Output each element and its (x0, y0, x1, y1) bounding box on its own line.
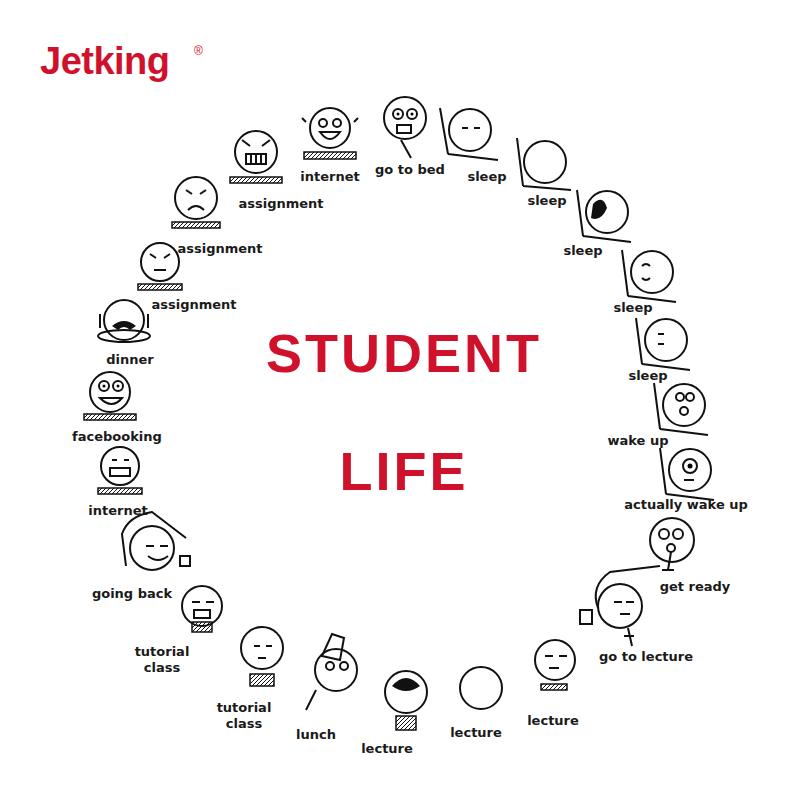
angry-face (172, 177, 220, 228)
angry-face (138, 243, 182, 290)
activity-label: internet (88, 503, 147, 519)
tired-face (384, 97, 426, 158)
activity-label: lecture (450, 725, 502, 741)
lecture-face (460, 667, 502, 709)
logo-text: Jetking (40, 40, 170, 83)
walking-face (122, 512, 190, 570)
activity-label: assignment (151, 297, 236, 313)
sleeping-face (622, 250, 676, 302)
activity-label: dinner (106, 352, 154, 368)
tutorial-face (182, 586, 222, 632)
title-text: STUDENT LIFE (239, 294, 569, 530)
activity-label: wake up (608, 433, 669, 449)
activity-label: lunch (296, 727, 336, 743)
brushing-face (650, 518, 694, 570)
laughing-face (302, 108, 358, 159)
sleeping-face (440, 108, 498, 160)
yawning-face (385, 671, 427, 730)
eating-face (306, 634, 357, 710)
happy-face (84, 372, 136, 420)
sleeping-face (517, 138, 571, 190)
activity-label: get ready (660, 579, 731, 595)
activity-label: go to bed (375, 162, 445, 178)
activity-label: assignment (238, 196, 323, 212)
activity-label: going back (92, 586, 172, 602)
sleeping-face (636, 318, 690, 370)
waking-face (654, 383, 708, 435)
activity-label: tutorial class (209, 700, 279, 732)
activity-label: internet (300, 169, 359, 185)
activity-label: tutorial class (127, 644, 197, 676)
activity-label: sleep (527, 193, 566, 209)
sleeping-face (577, 190, 631, 242)
walking-face (580, 566, 660, 646)
activity-label: lecture (361, 741, 413, 757)
activity-label: facebooking (72, 429, 162, 445)
awake-face (660, 448, 714, 500)
eating-face (98, 300, 150, 342)
activity-label: assignment (177, 241, 262, 257)
activity-label: go to lecture (599, 649, 693, 665)
registered-mark: ® (194, 44, 203, 58)
lecture-face (535, 640, 575, 690)
tutorial-face (241, 627, 283, 686)
grinning-face (98, 447, 142, 494)
furious-face (230, 131, 282, 183)
activity-label: sleep (628, 368, 667, 384)
activity-label: lecture (527, 713, 579, 729)
activity-label: sleep (613, 300, 652, 316)
activity-label: sleep (467, 169, 506, 185)
activity-label: actually wake up (624, 497, 748, 513)
activity-label: sleep (563, 243, 602, 259)
